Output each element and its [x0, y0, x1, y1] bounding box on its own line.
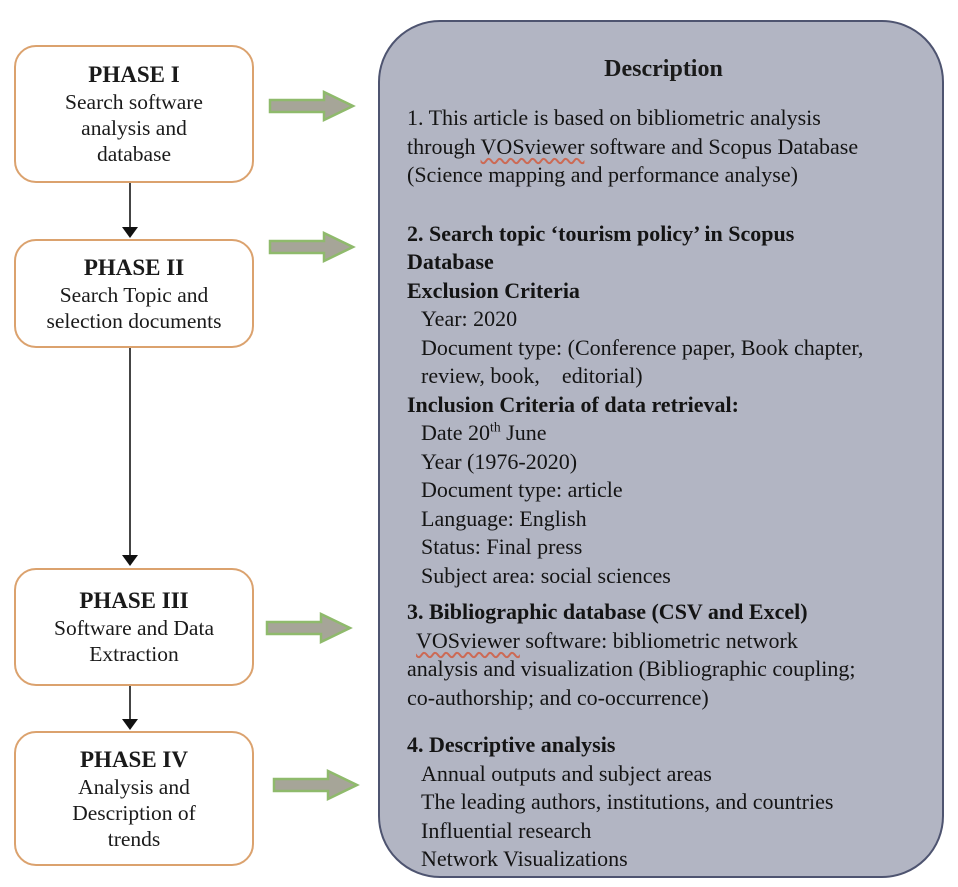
description-item-2: 2. Search topic ‘tourism policy’ in Scop…: [407, 220, 920, 591]
inclusion-criteria-title: Inclusion Criteria of data retrieval:: [407, 391, 739, 417]
item-4-heading: 4. Descriptive analysis: [407, 732, 616, 757]
inclusion-language: Language: English: [421, 505, 587, 531]
item-1-line-2-pre: through: [407, 133, 481, 159]
vosviewer-misspell-text: VOSviewer: [480, 133, 585, 159]
inclusion-date-pre: Date 20: [421, 420, 491, 445]
description-item-1: 1. This article is based on bibliometric…: [407, 104, 920, 190]
exclusion-doc-type-line-1: Document type: (Conference paper, Book c…: [421, 334, 864, 360]
phase-4-line: trends: [107, 826, 161, 851]
phase-2-line: selection documents: [46, 308, 222, 333]
block-arrow-shape: [265, 612, 353, 644]
item-3-heading: 3. Bibliographic database (CSV and Excel…: [407, 599, 808, 624]
exclusion-year: Year: 2020: [421, 306, 518, 331]
phase-3-line: Software and Data: [54, 616, 214, 640]
item-1-line-2: through VOSviewer software and Scopus Da…: [407, 133, 920, 162]
panel-heading: Description: [604, 56, 723, 82]
phase-4-box: PHASE IV Analysis and Description of tre…: [14, 731, 254, 866]
phase-4-line: Description of: [72, 800, 196, 825]
block-arrow-shape: [268, 90, 356, 122]
phase-4-line: Analysis and: [78, 774, 190, 799]
inclusion-doc-type: Document type: article: [421, 477, 623, 502]
phase-2-line: Search Topic and: [59, 282, 209, 307]
item-4-line-3: Influential research: [421, 817, 592, 843]
phase-1-box: PHASE I Search software analysis and dat…: [14, 45, 254, 183]
phase-1-to-description-arrow-icon: [268, 90, 356, 122]
phase-1-line: analysis and: [81, 116, 187, 140]
inclusion-date: Date 20th June: [407, 419, 920, 448]
item-2-heading-line-1: 2. Search topic ‘tourism policy’ in Scop…: [407, 220, 795, 246]
connector-line-1: [129, 183, 131, 228]
item-4-line-2: The leading authors, institutions, and c…: [421, 789, 834, 814]
inclusion-status: Status: Final press: [421, 534, 583, 559]
phase-1-title: PHASE I: [88, 62, 180, 87]
description-item-4: 4. Descriptive analysis Annual outputs a…: [407, 731, 920, 874]
phase-3-box: PHASE III Software and Data Extraction: [14, 568, 254, 686]
connector-arrowhead-1: [122, 227, 138, 238]
inclusion-year: Year (1976-2020): [421, 448, 578, 474]
inclusion-subject-area: Subject area: social sciences: [421, 562, 671, 588]
item-3-line-1: VOSviewer software: bibliometric network: [407, 627, 920, 656]
phase-4-title: PHASE IV: [80, 746, 188, 772]
exclusion-criteria-title: Exclusion Criteria: [407, 277, 580, 303]
phase-1-line: Search software: [65, 90, 203, 114]
inclusion-date-post: June: [500, 420, 547, 445]
phase-2-to-description-arrow-icon: [268, 231, 356, 263]
phase-4-to-description-arrow-icon: [272, 769, 360, 801]
phase-2-title: PHASE II: [83, 254, 185, 280]
item-1-line-1: 1. This article is based on bibliometric…: [407, 105, 821, 130]
block-arrow-shape: [272, 769, 360, 801]
connector-arrowhead-3: [122, 719, 138, 730]
vosviewer-misspell-text: VOSviewer: [416, 627, 520, 653]
inclusion-date-ordinal: th: [490, 419, 501, 435]
connector-line-2: [129, 348, 131, 556]
phase-3-to-description-arrow-icon: [265, 612, 353, 644]
item-4-line-4: Network Visualizations: [421, 846, 628, 871]
phase-3-title: PHASE III: [79, 588, 189, 613]
item-3-line-1-post: software: bibliometric network: [519, 627, 798, 653]
block-arrow-shape: [268, 231, 356, 263]
connector-arrowhead-2: [122, 555, 138, 566]
item-2-heading-line-2: Database: [407, 249, 494, 274]
item-3-line-3: co-authorship; and co-occurrence): [407, 684, 709, 710]
description-item-3: 3. Bibliographic database (CSV and Excel…: [407, 598, 920, 712]
item-1-line-2-post: software and Scopus Database: [584, 133, 859, 159]
item-3-line-2: analysis and visualization (Bibliographi…: [407, 656, 856, 681]
connector-line-3: [129, 686, 131, 720]
item-1-line-3: (Science mapping and performance analyse…: [407, 162, 798, 187]
phase-3-line: Extraction: [89, 642, 179, 666]
description-panel: Description 1. This article is based on …: [378, 20, 944, 878]
exclusion-doc-type-line-2: review, book, editorial): [421, 363, 643, 388]
phase-1-line: database: [96, 142, 171, 166]
phase-2-box: PHASE II Search Topic and selection docu…: [14, 239, 254, 348]
item-4-line-1: Annual outputs and subject areas: [421, 760, 712, 786]
